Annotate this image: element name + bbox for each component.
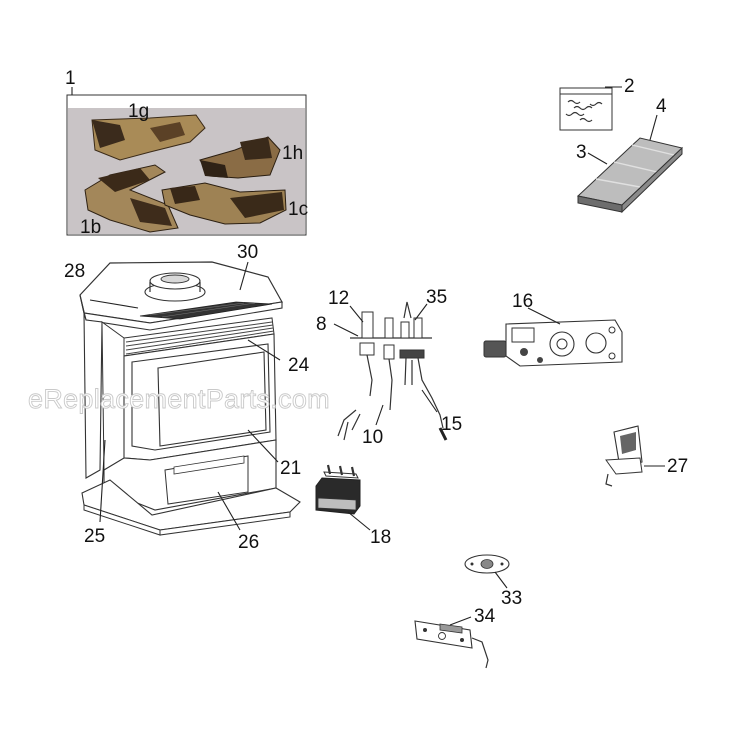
log-1h bbox=[199, 136, 281, 179]
switch-bracket bbox=[414, 620, 489, 669]
pilot-flange bbox=[464, 554, 510, 574]
leader-lines bbox=[71, 86, 665, 626]
pilot-assembly bbox=[337, 301, 448, 441]
callout-34: 34 bbox=[474, 606, 496, 627]
ember-bag bbox=[559, 87, 613, 131]
watermark-text: eReplacementParts.com bbox=[28, 384, 330, 414]
callout-24: 24 bbox=[288, 355, 310, 376]
log-1b bbox=[84, 164, 179, 233]
callout-1c: 1c bbox=[288, 199, 308, 220]
callout-8: 8 bbox=[316, 314, 327, 335]
stove-body bbox=[79, 261, 301, 536]
log-1g bbox=[91, 114, 206, 161]
remote-receiver-clip bbox=[605, 425, 643, 487]
callout-21: 21 bbox=[280, 458, 301, 479]
callout-30: 30 bbox=[237, 242, 258, 263]
callout-4: 4 bbox=[656, 96, 667, 117]
callout-33: 33 bbox=[501, 588, 522, 609]
callout-labels: 1 1g 1h 1c 1b 2 3 4 8 10 12 15 16 18 21 … bbox=[64, 68, 688, 627]
callout-27: 27 bbox=[667, 456, 688, 477]
log-set-photo bbox=[66, 94, 307, 236]
callout-16: 16 bbox=[512, 291, 533, 312]
callout-15: 15 bbox=[441, 414, 462, 435]
callout-12: 12 bbox=[328, 288, 349, 309]
callout-28: 28 bbox=[64, 261, 85, 282]
callout-1b: 1b bbox=[80, 217, 101, 238]
rocker-switch bbox=[315, 464, 361, 515]
glass-panel-set bbox=[576, 137, 684, 214]
callout-35: 35 bbox=[426, 287, 447, 308]
callout-10: 10 bbox=[362, 427, 383, 448]
callout-2: 2 bbox=[624, 76, 635, 97]
log-1c bbox=[161, 182, 287, 225]
callout-1g: 1g bbox=[128, 101, 149, 122]
callout-25: 25 bbox=[84, 526, 105, 547]
callout-26: 26 bbox=[238, 532, 259, 553]
gas-valve bbox=[483, 319, 623, 367]
callout-1: 1 bbox=[65, 68, 76, 89]
callout-3: 3 bbox=[576, 142, 587, 163]
callout-1h: 1h bbox=[282, 143, 303, 164]
callout-18: 18 bbox=[370, 527, 391, 548]
